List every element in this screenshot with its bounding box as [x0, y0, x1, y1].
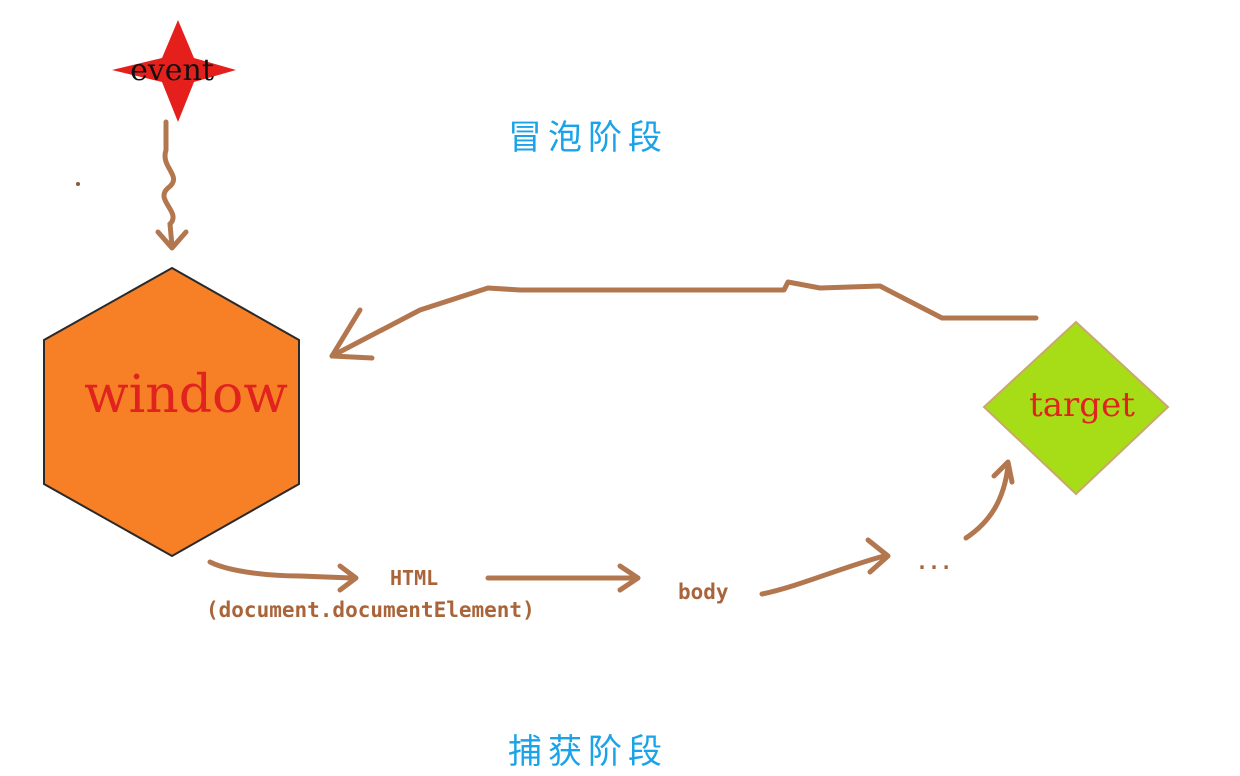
bubble-phase-label: 冒泡阶段 [508, 118, 668, 158]
capture-phase-label: 捕获阶段 [508, 732, 668, 772]
target-diamond [982, 320, 1170, 496]
window-label: window [84, 365, 288, 425]
bubble-arrow-line [329, 279, 1039, 359]
window-to-html-arrowhead [337, 563, 359, 593]
event-to-window-arrow [161, 119, 177, 249]
window-to-html-arrow [207, 559, 355, 581]
body-to-ellipsis-arrowhead [865, 537, 891, 575]
html-sub-label: (document.documentElement) [206, 598, 535, 622]
event-to-window-arrowhead [155, 229, 189, 251]
ellipsis-to-target-arrow [963, 463, 1011, 541]
window-hexagon [43, 266, 300, 558]
stray-dot [76, 182, 80, 186]
ellipsis-to-target-arrowhead [991, 459, 1015, 485]
body-to-ellipsis-arrow [759, 553, 887, 597]
event-label: event [130, 53, 214, 88]
ellipsis-label: ... [916, 550, 953, 574]
html-label: HTML [390, 566, 439, 590]
html-to-body-arrowhead [617, 563, 641, 593]
bubble-arrowhead [329, 307, 375, 361]
target-label: target [1029, 385, 1135, 425]
event-star-shape [112, 20, 236, 122]
body-label: body [678, 580, 729, 604]
